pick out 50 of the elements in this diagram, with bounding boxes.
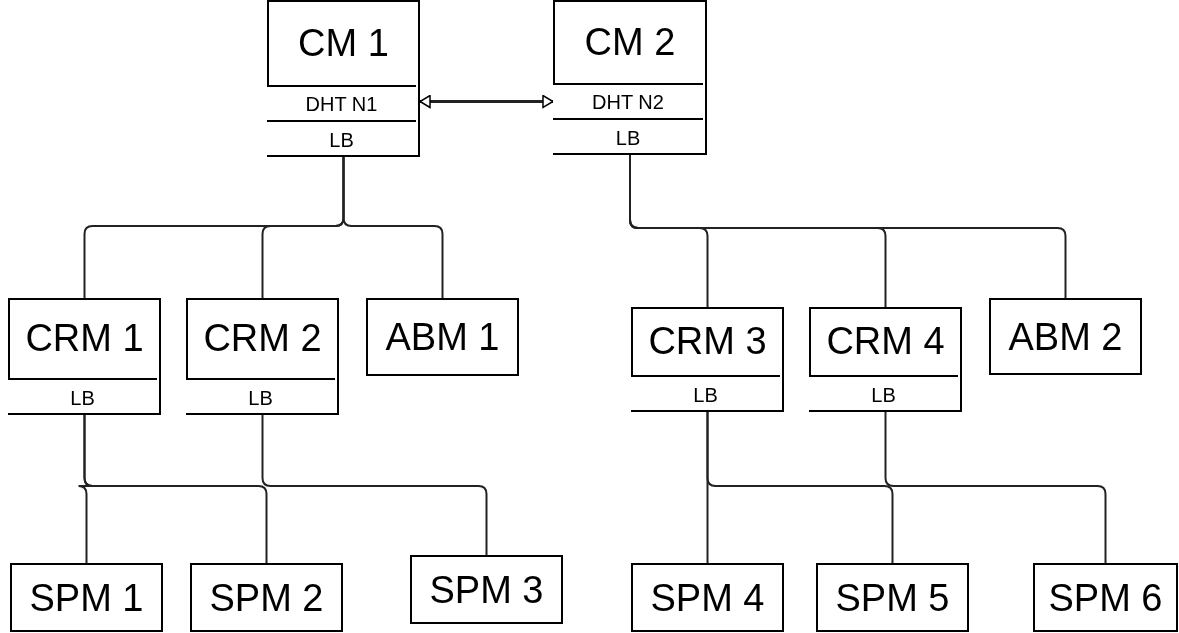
node-label: LB <box>693 384 718 405</box>
section-row <box>631 375 780 410</box>
section-row <box>8 378 157 413</box>
connector-line <box>342 156 444 299</box>
node-label: CRM 1 <box>25 319 144 357</box>
connector-line <box>261 414 488 556</box>
node-label: ABM 2 <box>1008 317 1123 356</box>
node-label: SPM 5 <box>835 578 950 617</box>
module-box <box>186 298 339 415</box>
module-box <box>809 307 962 412</box>
section-row <box>553 118 703 153</box>
section-row <box>809 375 958 410</box>
module-box <box>553 0 707 155</box>
node-label: ABM 1 <box>385 318 500 356</box>
node-label: DHT N2 <box>592 91 664 112</box>
node-label: CRM 4 <box>826 322 945 360</box>
module-box <box>1033 563 1178 632</box>
node-label: LB <box>248 387 273 408</box>
section-row <box>267 120 416 155</box>
node-label: SPM 3 <box>429 570 544 609</box>
node-label: CRM 3 <box>648 322 767 360</box>
module-box <box>989 298 1142 375</box>
node-label: LB <box>70 387 95 408</box>
module-box <box>410 555 563 624</box>
node-label: LB <box>871 384 896 405</box>
double-arrow <box>419 94 554 109</box>
node-label: SPM 4 <box>650 578 765 617</box>
section-row <box>267 85 416 120</box>
module-box <box>267 0 420 157</box>
connector-line <box>884 411 1107 564</box>
module-box <box>366 298 519 376</box>
node-label: CM 1 <box>298 23 389 62</box>
module-box <box>816 563 969 632</box>
section-row <box>553 83 703 118</box>
module-box <box>10 563 163 632</box>
node-label: SPM 6 <box>1048 578 1163 617</box>
module-box <box>190 563 343 632</box>
node-label: CM 2 <box>584 22 676 61</box>
node-label: SPM 2 <box>209 578 324 617</box>
node-label: LB <box>329 129 354 150</box>
module-box <box>8 298 161 415</box>
node-label: SPM 1 <box>29 578 144 617</box>
connector-line <box>83 414 268 564</box>
connector-line <box>706 411 894 564</box>
node-label: CRM 2 <box>203 319 322 357</box>
module-box <box>631 307 784 412</box>
node-label: LB <box>615 127 641 148</box>
section-row <box>186 378 335 413</box>
node-label: DHT N1 <box>305 93 378 114</box>
module-box <box>631 563 784 632</box>
